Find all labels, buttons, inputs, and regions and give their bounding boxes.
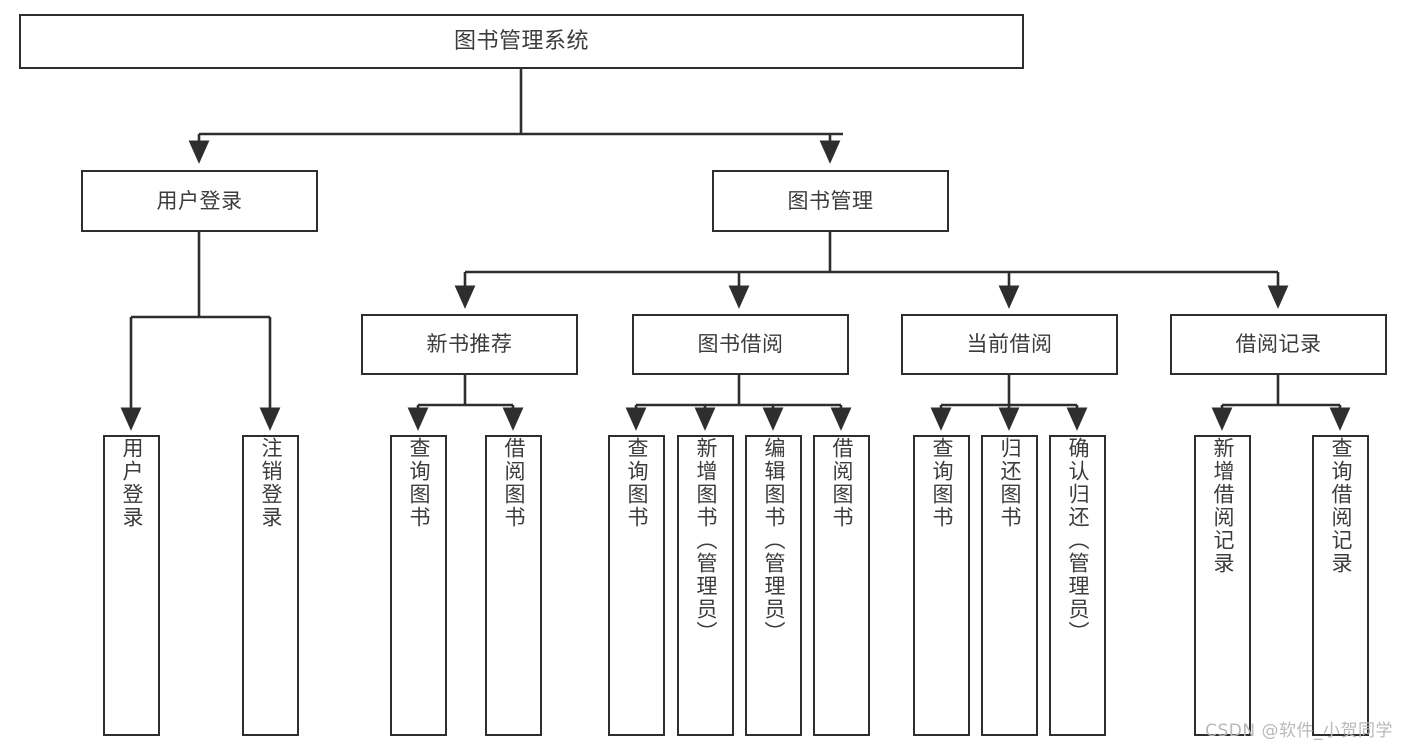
node-current-borrow-label: 当前借阅	[966, 332, 1053, 357]
leaf-current-confirm-return-label: 确认归还（管理员）	[1066, 437, 1090, 644]
leaf-new-book-borrow[interactable]: 借阅图书	[485, 435, 542, 736]
node-user-login[interactable]: 用户登录	[81, 170, 318, 232]
leaf-new-book-query[interactable]: 查询图书	[390, 435, 447, 736]
leaf-current-confirm-return[interactable]: 确认归还（管理员）	[1049, 435, 1106, 736]
node-current-borrow[interactable]: 当前借阅	[901, 314, 1118, 375]
watermark: CSDN @软件_小贺同学	[1205, 721, 1393, 741]
leaf-new-book-query-label: 查询图书	[407, 437, 431, 529]
leaf-new-book-borrow-label: 借阅图书	[502, 437, 526, 529]
leaf-borrow-query-book[interactable]: 查询图书	[608, 435, 665, 736]
node-book-borrow-label: 图书借阅	[697, 332, 784, 357]
leaf-records-add-record-label: 新增借阅记录	[1211, 437, 1235, 575]
leaf-borrow-add-book[interactable]: 新增图书（管理员）	[677, 435, 734, 736]
leaf-user-login-signin[interactable]: 用户登录	[103, 435, 160, 736]
leaf-records-query-record[interactable]: 查询借阅记录	[1312, 435, 1369, 736]
node-new-book-recommend-label: 新书推荐	[426, 332, 513, 357]
node-user-login-label: 用户登录	[156, 188, 243, 213]
leaf-user-login-signout[interactable]: 注销登录	[242, 435, 299, 736]
node-book-management-label: 图书管理	[787, 188, 874, 213]
node-book-management[interactable]: 图书管理	[712, 170, 949, 232]
leaf-user-login-signin-label: 用户登录	[120, 437, 144, 529]
leaf-records-add-record[interactable]: 新增借阅记录	[1194, 435, 1251, 736]
leaf-current-query-book-label: 查询图书	[930, 437, 954, 529]
leaf-records-query-record-label: 查询借阅记录	[1329, 437, 1353, 575]
node-book-borrow[interactable]: 图书借阅	[632, 314, 849, 375]
leaf-current-return-book-label: 归还图书	[998, 437, 1022, 529]
node-borrow-records-label: 借阅记录	[1235, 332, 1322, 357]
leaf-borrow-add-book-label: 新增图书（管理员）	[694, 437, 718, 644]
leaf-current-query-book[interactable]: 查询图书	[913, 435, 970, 736]
leaf-borrow-borrow-book-label: 借阅图书	[830, 437, 854, 529]
leaf-borrow-edit-book-label: 编辑图书（管理员）	[762, 437, 786, 644]
leaf-current-return-book[interactable]: 归还图书	[981, 435, 1038, 736]
node-new-book-recommend[interactable]: 新书推荐	[361, 314, 578, 375]
leaf-user-login-signout-label: 注销登录	[259, 437, 283, 529]
leaf-borrow-query-book-label: 查询图书	[625, 437, 649, 529]
node-root-label: 图书管理系统	[453, 28, 589, 54]
leaf-borrow-edit-book[interactable]: 编辑图书（管理员）	[745, 435, 802, 736]
node-borrow-records[interactable]: 借阅记录	[1170, 314, 1387, 375]
node-root[interactable]: 图书管理系统	[19, 14, 1024, 69]
leaf-borrow-borrow-book[interactable]: 借阅图书	[813, 435, 870, 736]
